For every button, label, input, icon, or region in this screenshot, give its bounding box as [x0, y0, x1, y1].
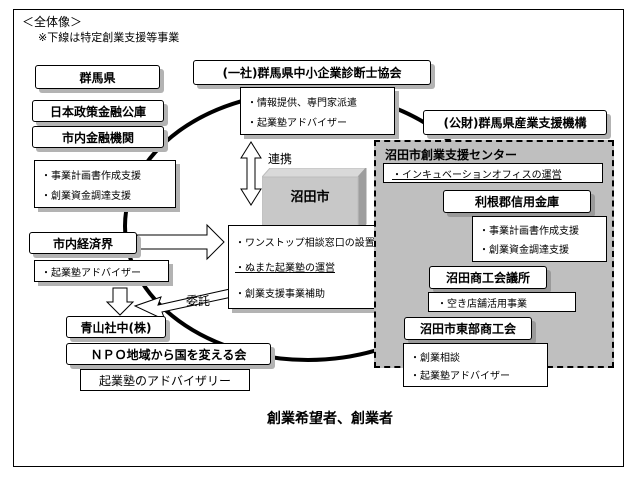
east-chamber-item: ・創業相談 — [410, 352, 460, 364]
incubation-office-item: ・インキュベーションオフィスの運営 — [392, 169, 562, 181]
cooperation-arrow — [240, 141, 262, 206]
east-chamber-box: 沼田市東部商工会 — [404, 317, 532, 340]
commission-arrow — [133, 288, 233, 321]
numata-city-block — [262, 168, 367, 234]
east-chamber-item: ・起業塾アドバイザー — [410, 370, 510, 382]
tone-bank-item: ・創業資金調達支援 — [479, 245, 569, 256]
business-to-city-arrow — [136, 223, 225, 261]
chamber-item: ・空き店舗活用事業 — [437, 298, 527, 310]
aoyama-box: 青山社中(株) — [66, 316, 166, 338]
business-to-aoyama-arrow — [105, 287, 135, 316]
smeca-list: ・情報提供、専門家派遣 ・起業塾アドバイザー — [240, 87, 395, 135]
city-banks-box: 市内金融機関 — [32, 126, 164, 148]
target-label: 創業希望者、創業者 — [267, 411, 393, 427]
diagram-frame — [13, 9, 624, 467]
advisory-box: 起業塾のアドバイザリー — [80, 369, 250, 391]
gunma-industry-box: (公財)群馬県産業支援機構 — [423, 110, 607, 135]
city-business-list: ・起業塾アドバイザー — [34, 260, 169, 282]
numata-service-item: ・ぬまた起業塾の運営 — [235, 263, 335, 275]
tone-bank-box: 利根郡信用金庫 — [443, 190, 591, 213]
incubation-office-box: ・インキュベーションオフィスの運営 — [383, 163, 603, 183]
city-banks-item: ・事業計画書作成支援 — [41, 170, 141, 182]
city-banks-item: ・創業資金調達支援 — [41, 190, 131, 202]
commission-label: 委託 — [186, 294, 211, 308]
numata-city-label: 沼田市 — [290, 190, 330, 205]
smeca-item: ・起業塾アドバイザー — [247, 117, 347, 129]
chamber-box: 沼田商工会議所 — [429, 266, 547, 289]
smeca-box: (一社)群馬県中小企業診断士協会 — [193, 60, 431, 85]
smeca-item: ・情報提供、専門家派遣 — [247, 97, 357, 109]
numata-service-item: ・ワンストップ相談窓口の設置 — [235, 238, 375, 250]
npo-box: ＮＰＯ地域から国を変える会 — [66, 343, 271, 365]
cooperation-label: 連携 — [268, 152, 293, 166]
east-chamber-list: ・創業相談 ・起業塾アドバイザー — [403, 343, 548, 387]
city-banks-list: ・事業計画書作成支援 ・創業資金調達支援 — [34, 160, 176, 208]
gunma-prefecture-box: 群馬県 — [35, 65, 160, 89]
tone-bank-list: ・事業計画書作成支援 ・創業資金調達支援 — [472, 216, 607, 262]
city-business-box: 市内経済界 — [29, 232, 137, 254]
diagram-title: ＜全体像＞ — [22, 15, 83, 29]
tone-bank-item: ・事業計画書作成支援 — [479, 226, 579, 237]
city-business-item: ・起業塾アドバイザー — [41, 268, 141, 279]
numata-service-item: ・創業支援事業補助 — [235, 288, 325, 300]
chamber-list: ・空き店舗活用事業 — [428, 292, 576, 312]
jfc-box: 日本政策金融公庫 — [32, 100, 164, 122]
underline-note: ※下線は特定創業支援等事業 — [38, 31, 180, 44]
support-center-title: 沼田市創業支援センター — [385, 148, 518, 162]
